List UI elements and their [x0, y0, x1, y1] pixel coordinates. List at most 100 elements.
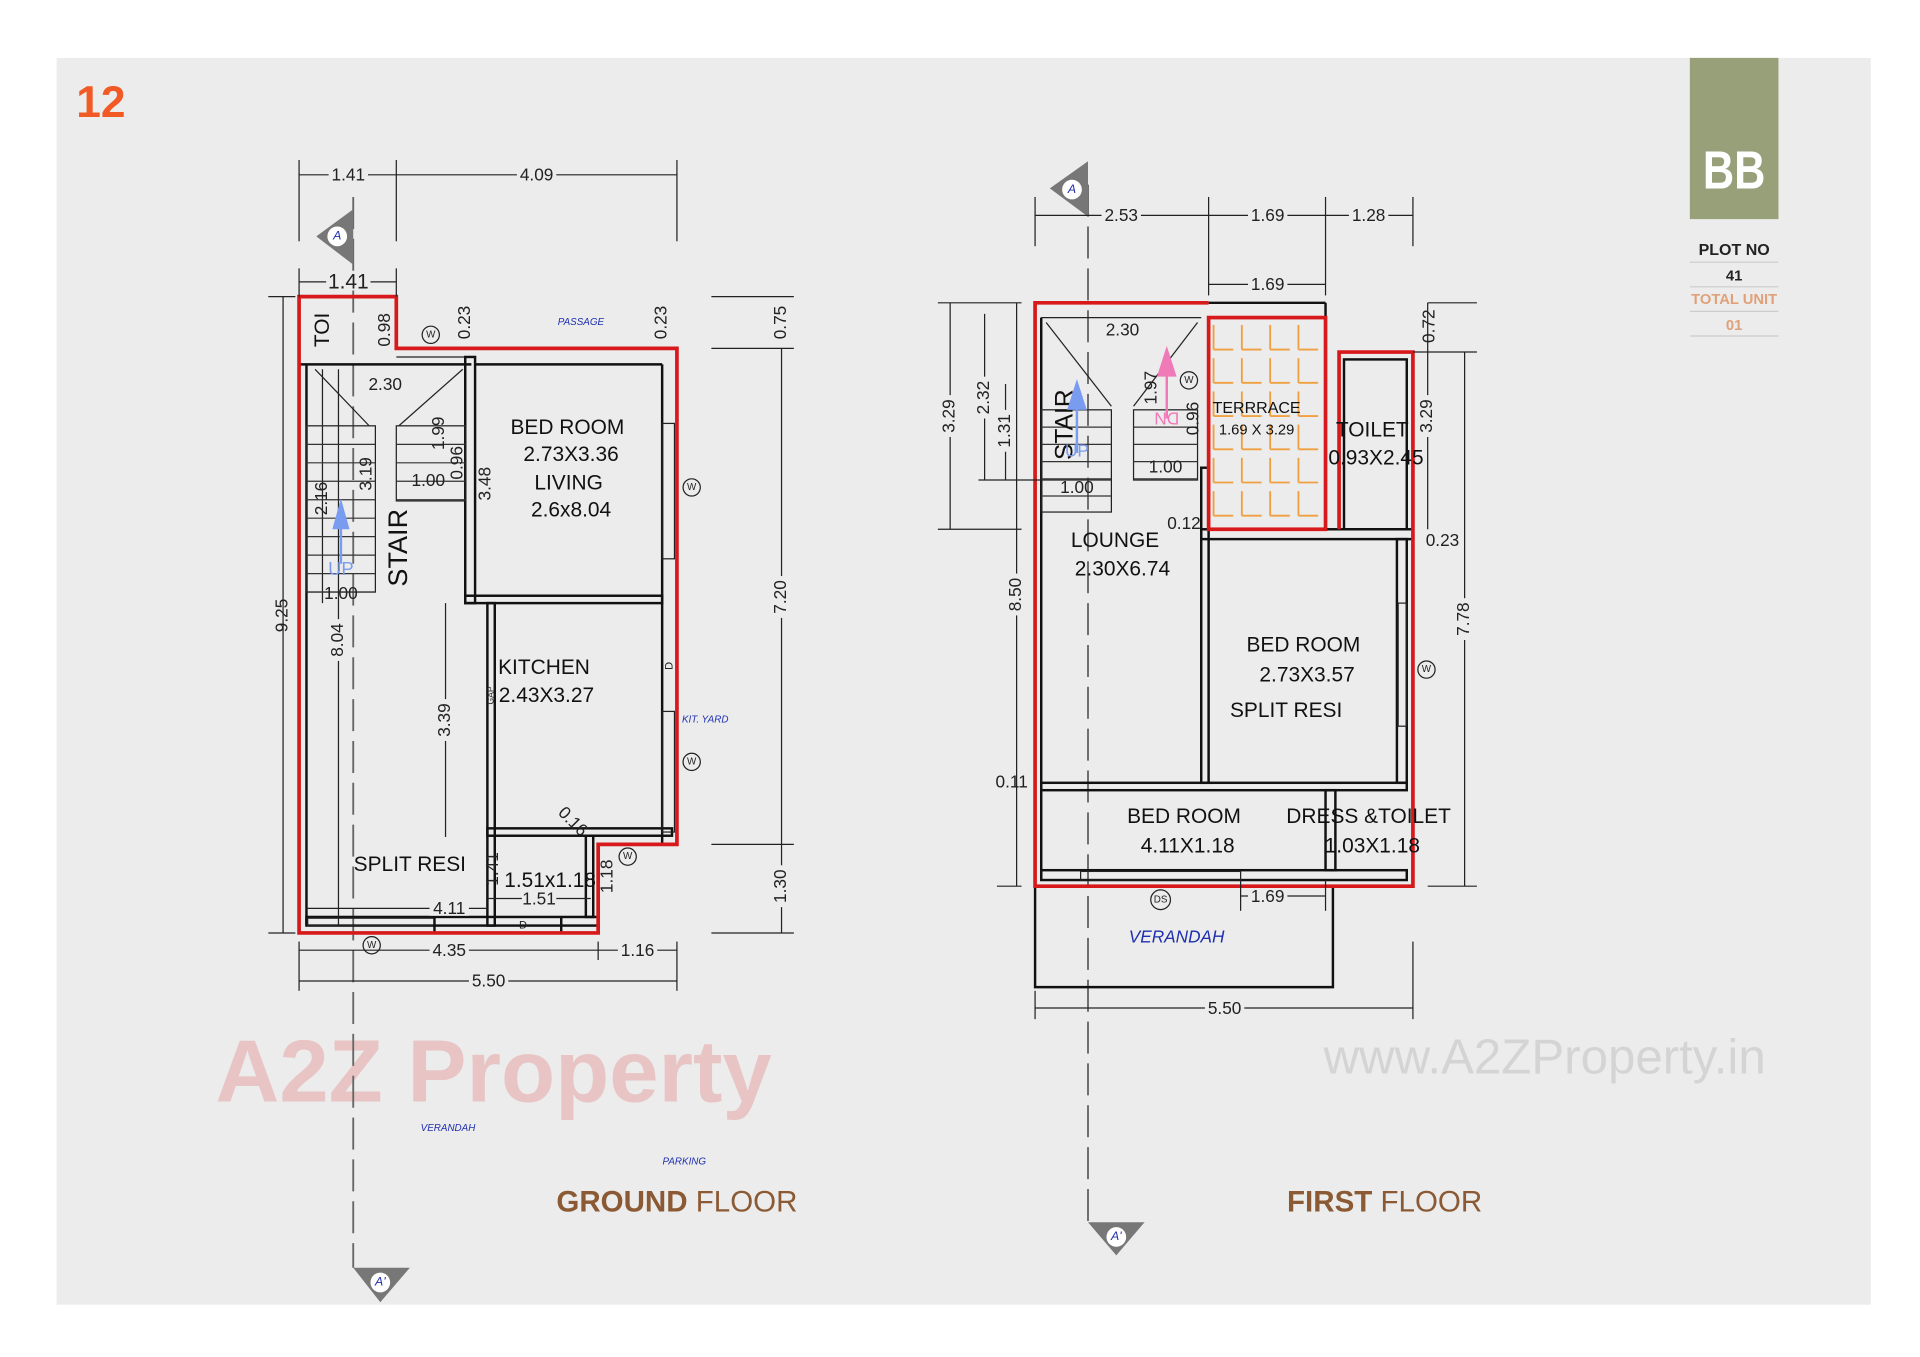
window-icon: W [618, 847, 637, 866]
svg-text:3.39: 3.39 [434, 703, 454, 737]
walls [299, 355, 676, 933]
sliding-door-icon: DS [1150, 889, 1172, 911]
window-icon: W [1179, 371, 1199, 390]
svg-text:1.30: 1.30 [770, 869, 790, 903]
svg-text:0.96: 0.96 [1182, 402, 1202, 436]
svg-text:W: W [426, 329, 436, 340]
svg-text:W: W [367, 940, 377, 951]
watermark-logo: A2Z Property [215, 1022, 771, 1121]
svg-text:1.51: 1.51 [522, 888, 556, 908]
door-label: D [519, 919, 527, 931]
svg-text:1.00: 1.00 [1149, 456, 1183, 476]
window-markers: W W DS [1150, 371, 1436, 911]
svg-text:1.41: 1.41 [482, 852, 502, 886]
svg-text:1.16: 1.16 [621, 940, 655, 960]
svg-text:W: W [1184, 375, 1194, 386]
split-resi-label: SPLIT RESI [1230, 699, 1342, 722]
dimension-lines [268, 160, 794, 991]
stair-up-arrow-icon [332, 498, 350, 564]
svg-text:0.23: 0.23 [454, 306, 474, 340]
kit-yard-label: KIT. YARD [682, 715, 728, 726]
svg-text:4.11: 4.11 [433, 898, 465, 918]
svg-text:0.75: 0.75 [770, 306, 790, 340]
stair-label: STAIR [382, 509, 413, 587]
svg-text:1.69 X 3.29: 1.69 X 3.29 [1219, 423, 1294, 439]
svg-text:7.78: 7.78 [1453, 602, 1473, 636]
svg-text:4.09: 4.09 [520, 165, 554, 185]
page-number: 12 [76, 78, 125, 127]
svg-text:DS: DS [1154, 894, 1168, 905]
window-icon: W [682, 478, 701, 497]
svg-text:1.28: 1.28 [1352, 205, 1386, 225]
unit-badge: BB PLOT NO 41 TOTAL UNIT 01 [1689, 57, 1779, 337]
room-labels: TOI STAIR UP BED ROOM 2.73X3.36 LIVING 2… [311, 313, 728, 1168]
lounge-label: LOUNGE [1071, 529, 1159, 552]
window-icon: W [421, 325, 440, 345]
svg-text:UP: UP [328, 558, 354, 579]
svg-text:2.30X6.74: 2.30X6.74 [1075, 557, 1171, 580]
svg-text:0.12: 0.12 [1167, 513, 1201, 533]
toilet-label: TOI [311, 313, 334, 347]
window-icon: W [362, 936, 381, 955]
svg-text:W: W [623, 851, 633, 862]
svg-text:W: W [687, 756, 697, 767]
svg-text:3.29: 3.29 [1416, 399, 1436, 433]
dress-toilet-label: DRESS &TOILET [1286, 805, 1451, 828]
verandah-label: VERANDAH [1129, 926, 1225, 946]
svg-text:2.43X3.27: 2.43X3.27 [499, 684, 594, 707]
total-unit-label: TOTAL UNIT [1691, 292, 1777, 308]
svg-text:2.73X3.36: 2.73X3.36 [523, 443, 618, 466]
door-label: D [663, 662, 675, 670]
living-label: LIVING [534, 471, 603, 494]
svg-text:2.6x8.04: 2.6x8.04 [531, 498, 612, 521]
svg-text:2.30: 2.30 [1106, 320, 1140, 340]
svg-text:0.23: 0.23 [651, 306, 671, 340]
split-resi-label: SPLIT RESI [354, 853, 466, 876]
svg-text:4.11X1.18: 4.11X1.18 [1141, 834, 1235, 857]
svg-text:2.53: 2.53 [1104, 205, 1138, 225]
svg-text:7.20: 7.20 [770, 580, 790, 614]
plot-boundary [1033, 300, 1415, 889]
section-marker-a-prime: A' [1088, 1222, 1145, 1256]
plot-no-value: 41 [1726, 269, 1742, 285]
section-marker-a-prime: A' [353, 1267, 410, 1303]
section-marker-a: A [1049, 161, 1088, 217]
svg-text:0.96: 0.96 [446, 446, 466, 480]
svg-text:GAP: GAP [485, 686, 495, 704]
svg-text:2.32: 2.32 [973, 381, 993, 415]
svg-text:0.72: 0.72 [1419, 309, 1439, 343]
svg-text:1.18: 1.18 [597, 860, 617, 894]
svg-text:2.30: 2.30 [368, 374, 402, 394]
window-markers: W W W W W [362, 325, 701, 955]
svg-text:0.98: 0.98 [374, 313, 394, 347]
window-icon: W [1417, 660, 1436, 679]
svg-text:0.11: 0.11 [996, 771, 1028, 791]
svg-text:4.35: 4.35 [432, 940, 466, 960]
svg-text:5.50: 5.50 [1208, 998, 1242, 1018]
ground-floor-plan: A A' [268, 160, 797, 1303]
svg-text:A': A' [374, 1275, 386, 1289]
svg-text:W: W [1422, 664, 1432, 675]
terrace-label: TERRRACE [1213, 400, 1301, 417]
svg-text:0.93X2.45: 0.93X2.45 [1328, 447, 1423, 470]
svg-text:1.41: 1.41 [328, 271, 369, 294]
svg-text:1.03X1.18: 1.03X1.18 [1325, 834, 1420, 857]
svg-text:DN: DN [1154, 409, 1179, 429]
first-floor-title: FIRST FLOOR [1287, 1186, 1482, 1219]
verandah-label: VERANDAH [421, 1123, 477, 1134]
svg-text:3.19: 3.19 [355, 457, 375, 491]
stair-down-arrow-icon [1156, 345, 1177, 419]
unit-code: BB [1703, 141, 1766, 201]
svg-text:1.00: 1.00 [1060, 477, 1094, 497]
sheet-panel [56, 57, 1871, 1305]
svg-text:A: A [1067, 182, 1076, 196]
svg-text:3.29: 3.29 [939, 399, 959, 433]
section-marker-a: A [316, 209, 354, 265]
stair [305, 368, 466, 604]
bedroom-label: BED ROOM [1246, 634, 1360, 657]
room-labels: STAIR UP DN TERRRACE 1.69 X 3.29 TOILET … [1051, 345, 1451, 946]
total-unit-value: 01 [1726, 318, 1742, 334]
plot-no-label: PLOT NO [1699, 242, 1770, 259]
svg-text:9.25: 9.25 [272, 599, 292, 633]
